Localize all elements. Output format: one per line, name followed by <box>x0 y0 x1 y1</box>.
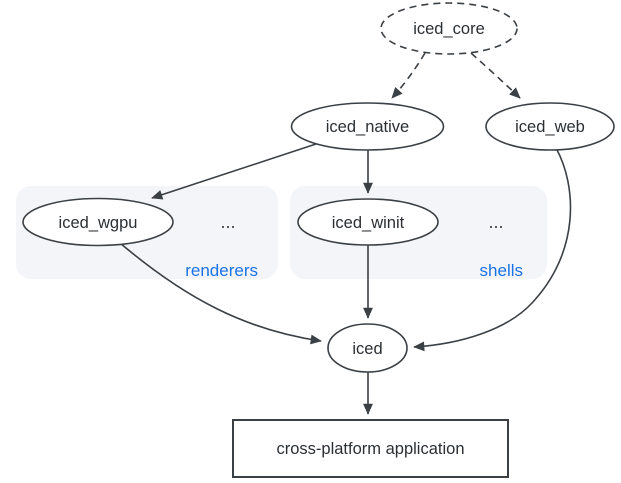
edges <box>119 52 572 415</box>
edge-web-to-iced <box>413 147 572 352</box>
node-iced-native: iced_native <box>290 102 445 151</box>
renderers-ellipsis: ... <box>220 212 235 232</box>
edge-wgpu-to-iced <box>119 242 322 345</box>
iced-web-ellipse <box>485 102 615 151</box>
node-iced-core: iced_core <box>380 2 518 55</box>
node-cross-platform-application: cross-platform application <box>232 419 509 478</box>
iced-winit-ellipse <box>297 198 439 246</box>
iced-winit-label: iced_winit <box>332 214 405 232</box>
node-iced-winit: iced_winit <box>297 198 439 246</box>
node-iced: iced <box>327 323 408 373</box>
iced-wgpu-label: iced_wgpu <box>59 214 138 232</box>
edge-core-to-web <box>470 52 521 99</box>
shells-label: shells <box>480 261 523 280</box>
edge-core-to-native <box>391 52 426 99</box>
iced-ellipse <box>327 323 408 373</box>
app-rect <box>232 419 509 478</box>
iced-wgpu-ellipse <box>22 197 174 247</box>
node-iced-web: iced_web <box>485 102 615 151</box>
renderers-label: renderers <box>185 261 258 280</box>
shells-ellipsis: ... <box>488 212 503 232</box>
iced-label: iced <box>352 340 382 358</box>
node-iced-wgpu: iced_wgpu <box>22 197 174 247</box>
edge-native-to-wgpu <box>151 143 317 200</box>
iced-web-label: iced_web <box>515 118 585 136</box>
iced-core-label: iced_core <box>413 20 485 38</box>
iced-native-label: iced_native <box>326 118 409 136</box>
iced-native-ellipse <box>290 102 445 151</box>
app-label: cross-platform application <box>277 440 465 458</box>
iced-core-ellipse <box>380 2 518 55</box>
